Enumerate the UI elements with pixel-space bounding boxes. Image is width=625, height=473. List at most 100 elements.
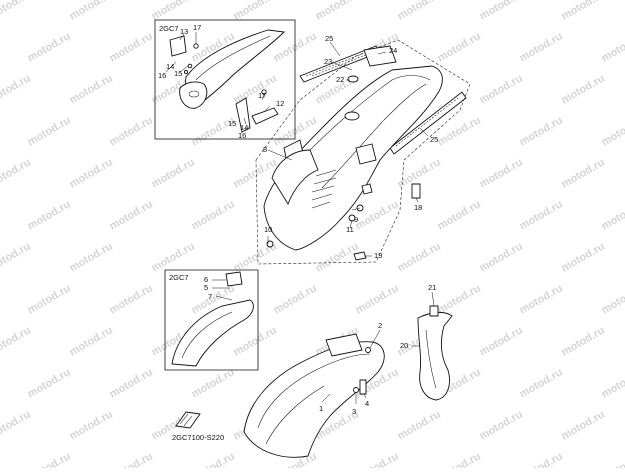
watermark-text: motod.ru — [600, 114, 625, 148]
watermark-text: motod.ru — [26, 282, 73, 316]
watermark-text: motod.ru — [0, 324, 33, 358]
watermark-text: motod.ru — [600, 450, 625, 468]
watermark-text: motod.ru — [190, 366, 237, 400]
inset-nut-17a — [194, 44, 198, 48]
watermark-text: motod.ru — [108, 450, 155, 468]
watermark-text: motod.ru — [600, 366, 625, 400]
watermark-text: motod.ru — [314, 240, 361, 274]
inset-decal-6 — [226, 272, 242, 286]
grommet-22 — [348, 76, 358, 82]
watermark-text: motod.ru — [478, 240, 525, 274]
watermark-text: motod.ru — [354, 198, 401, 232]
watermark-text: motod.ru — [560, 0, 607, 23]
watermark-text: motod.ru — [68, 72, 115, 106]
watermark-text: motod.ru — [232, 156, 279, 190]
watermark-text: motod.ru — [190, 450, 237, 468]
watermark-text: motod.ru — [436, 114, 483, 148]
watermark-text: motod.ru — [354, 450, 401, 468]
watermark-text: motod.ru — [478, 324, 525, 358]
watermark-text: motod.ru — [150, 240, 197, 274]
watermark-text: motod.ru — [26, 198, 73, 232]
watermark-text: motod.ru — [150, 0, 197, 23]
watermark-text: motod.ru — [150, 156, 197, 190]
callout-21: 21 — [428, 283, 436, 292]
callout-13: 13 — [180, 27, 188, 36]
watermark-text: motod.ru — [26, 114, 73, 148]
watermark-text: motod.ru — [354, 282, 401, 316]
callout-23: 23 — [324, 57, 332, 66]
bolt-18 — [412, 184, 420, 198]
watermark-text: motod.ru — [0, 0, 33, 23]
watermark-text: motod.ru — [314, 0, 361, 23]
watermark-text: motod.ru — [232, 0, 279, 23]
watermark-text: motod.ru — [560, 324, 607, 358]
callout-20: 20 — [400, 341, 408, 350]
callout-22: 22 — [336, 75, 344, 84]
watermark-text: motod.ru — [518, 114, 565, 148]
bolt-3 — [354, 388, 359, 393]
inset-bottom-tag: 2GC7 — [169, 273, 189, 282]
callout-25a: 25 — [325, 34, 333, 43]
callout-14a: 14 — [166, 62, 174, 71]
inset-top-tag: 2GC7 — [159, 24, 179, 33]
watermark-text: motod.ru — [26, 366, 73, 400]
inset-bottom: 2GC7 6 5 7 — [165, 270, 258, 370]
watermark-text: motod.ru — [108, 282, 155, 316]
callout-4: 4 — [365, 399, 369, 408]
inset-bracket-12 — [252, 108, 278, 124]
bolt-21 — [430, 306, 438, 316]
watermark-text: motod.ru — [0, 240, 33, 274]
watermark-text: motod.ru — [0, 72, 33, 106]
watermark-text: motod.ru — [108, 114, 155, 148]
callout-17b: 17 — [258, 91, 266, 100]
bolt-2 — [366, 348, 371, 353]
callout-15b: 15 — [228, 119, 236, 128]
watermark-text: motod.ru — [232, 72, 279, 106]
front-fender — [244, 342, 384, 458]
callout-12: 12 — [276, 99, 284, 108]
watermark-text: motod.ru — [396, 408, 443, 442]
watermark-text: motod.ru — [68, 408, 115, 442]
mudflap-20 — [418, 312, 452, 400]
watermark-text: motod.ru — [600, 282, 625, 316]
watermark-text: motod.ru — [396, 0, 443, 23]
watermark-text: motod.ru — [0, 408, 33, 442]
watermark-text: motod.ru — [436, 30, 483, 64]
callout-8: 8 — [263, 145, 267, 154]
watermark-text: motod.ru — [560, 156, 607, 190]
callout-16b: 16 — [238, 131, 246, 140]
watermark-text: motod.ru — [436, 198, 483, 232]
watermark-text: motod.ru — [108, 30, 155, 64]
callout-16a: 16 — [158, 71, 166, 80]
callout-17a: 17 — [193, 23, 201, 32]
watermark-text: motod.ru — [478, 0, 525, 23]
watermark-text: motod.ru — [26, 30, 73, 64]
watermark-text: motod.ru — [436, 450, 483, 468]
watermark-text: motod.ru — [518, 366, 565, 400]
watermark-text: motod.ru — [108, 198, 155, 232]
watermark-text: motod.ru — [0, 156, 33, 190]
watermark-text: motod.ru — [108, 366, 155, 400]
watermark-text: motod.ru — [232, 324, 279, 358]
watermark-text: motod.ru — [600, 30, 625, 64]
inset-plate-13 — [170, 36, 186, 56]
watermark-text: motod.ru — [68, 156, 115, 190]
callout-19: 19 — [374, 251, 382, 260]
watermark-text: motod.ru — [518, 450, 565, 468]
watermark-text: motod.ru — [478, 72, 525, 106]
callout-1: 1 — [319, 404, 323, 413]
watermark-text: motod.ru — [518, 198, 565, 232]
callout-11: 11 — [346, 225, 354, 234]
callout-7: 7 — [208, 292, 212, 301]
watermark-text: motod.ru — [478, 156, 525, 190]
watermark-text: motod.ru — [600, 198, 625, 232]
watermark-text: motod.ru — [560, 72, 607, 106]
callout-24: 24 — [389, 46, 397, 55]
watermark-text: motod.ru — [68, 240, 115, 274]
callout-25b: 25 — [430, 135, 438, 144]
callout-2: 2 — [378, 321, 382, 330]
watermark-text: motod.ru — [68, 324, 115, 358]
diagram-code: 2GC7100-S220 — [172, 433, 224, 442]
